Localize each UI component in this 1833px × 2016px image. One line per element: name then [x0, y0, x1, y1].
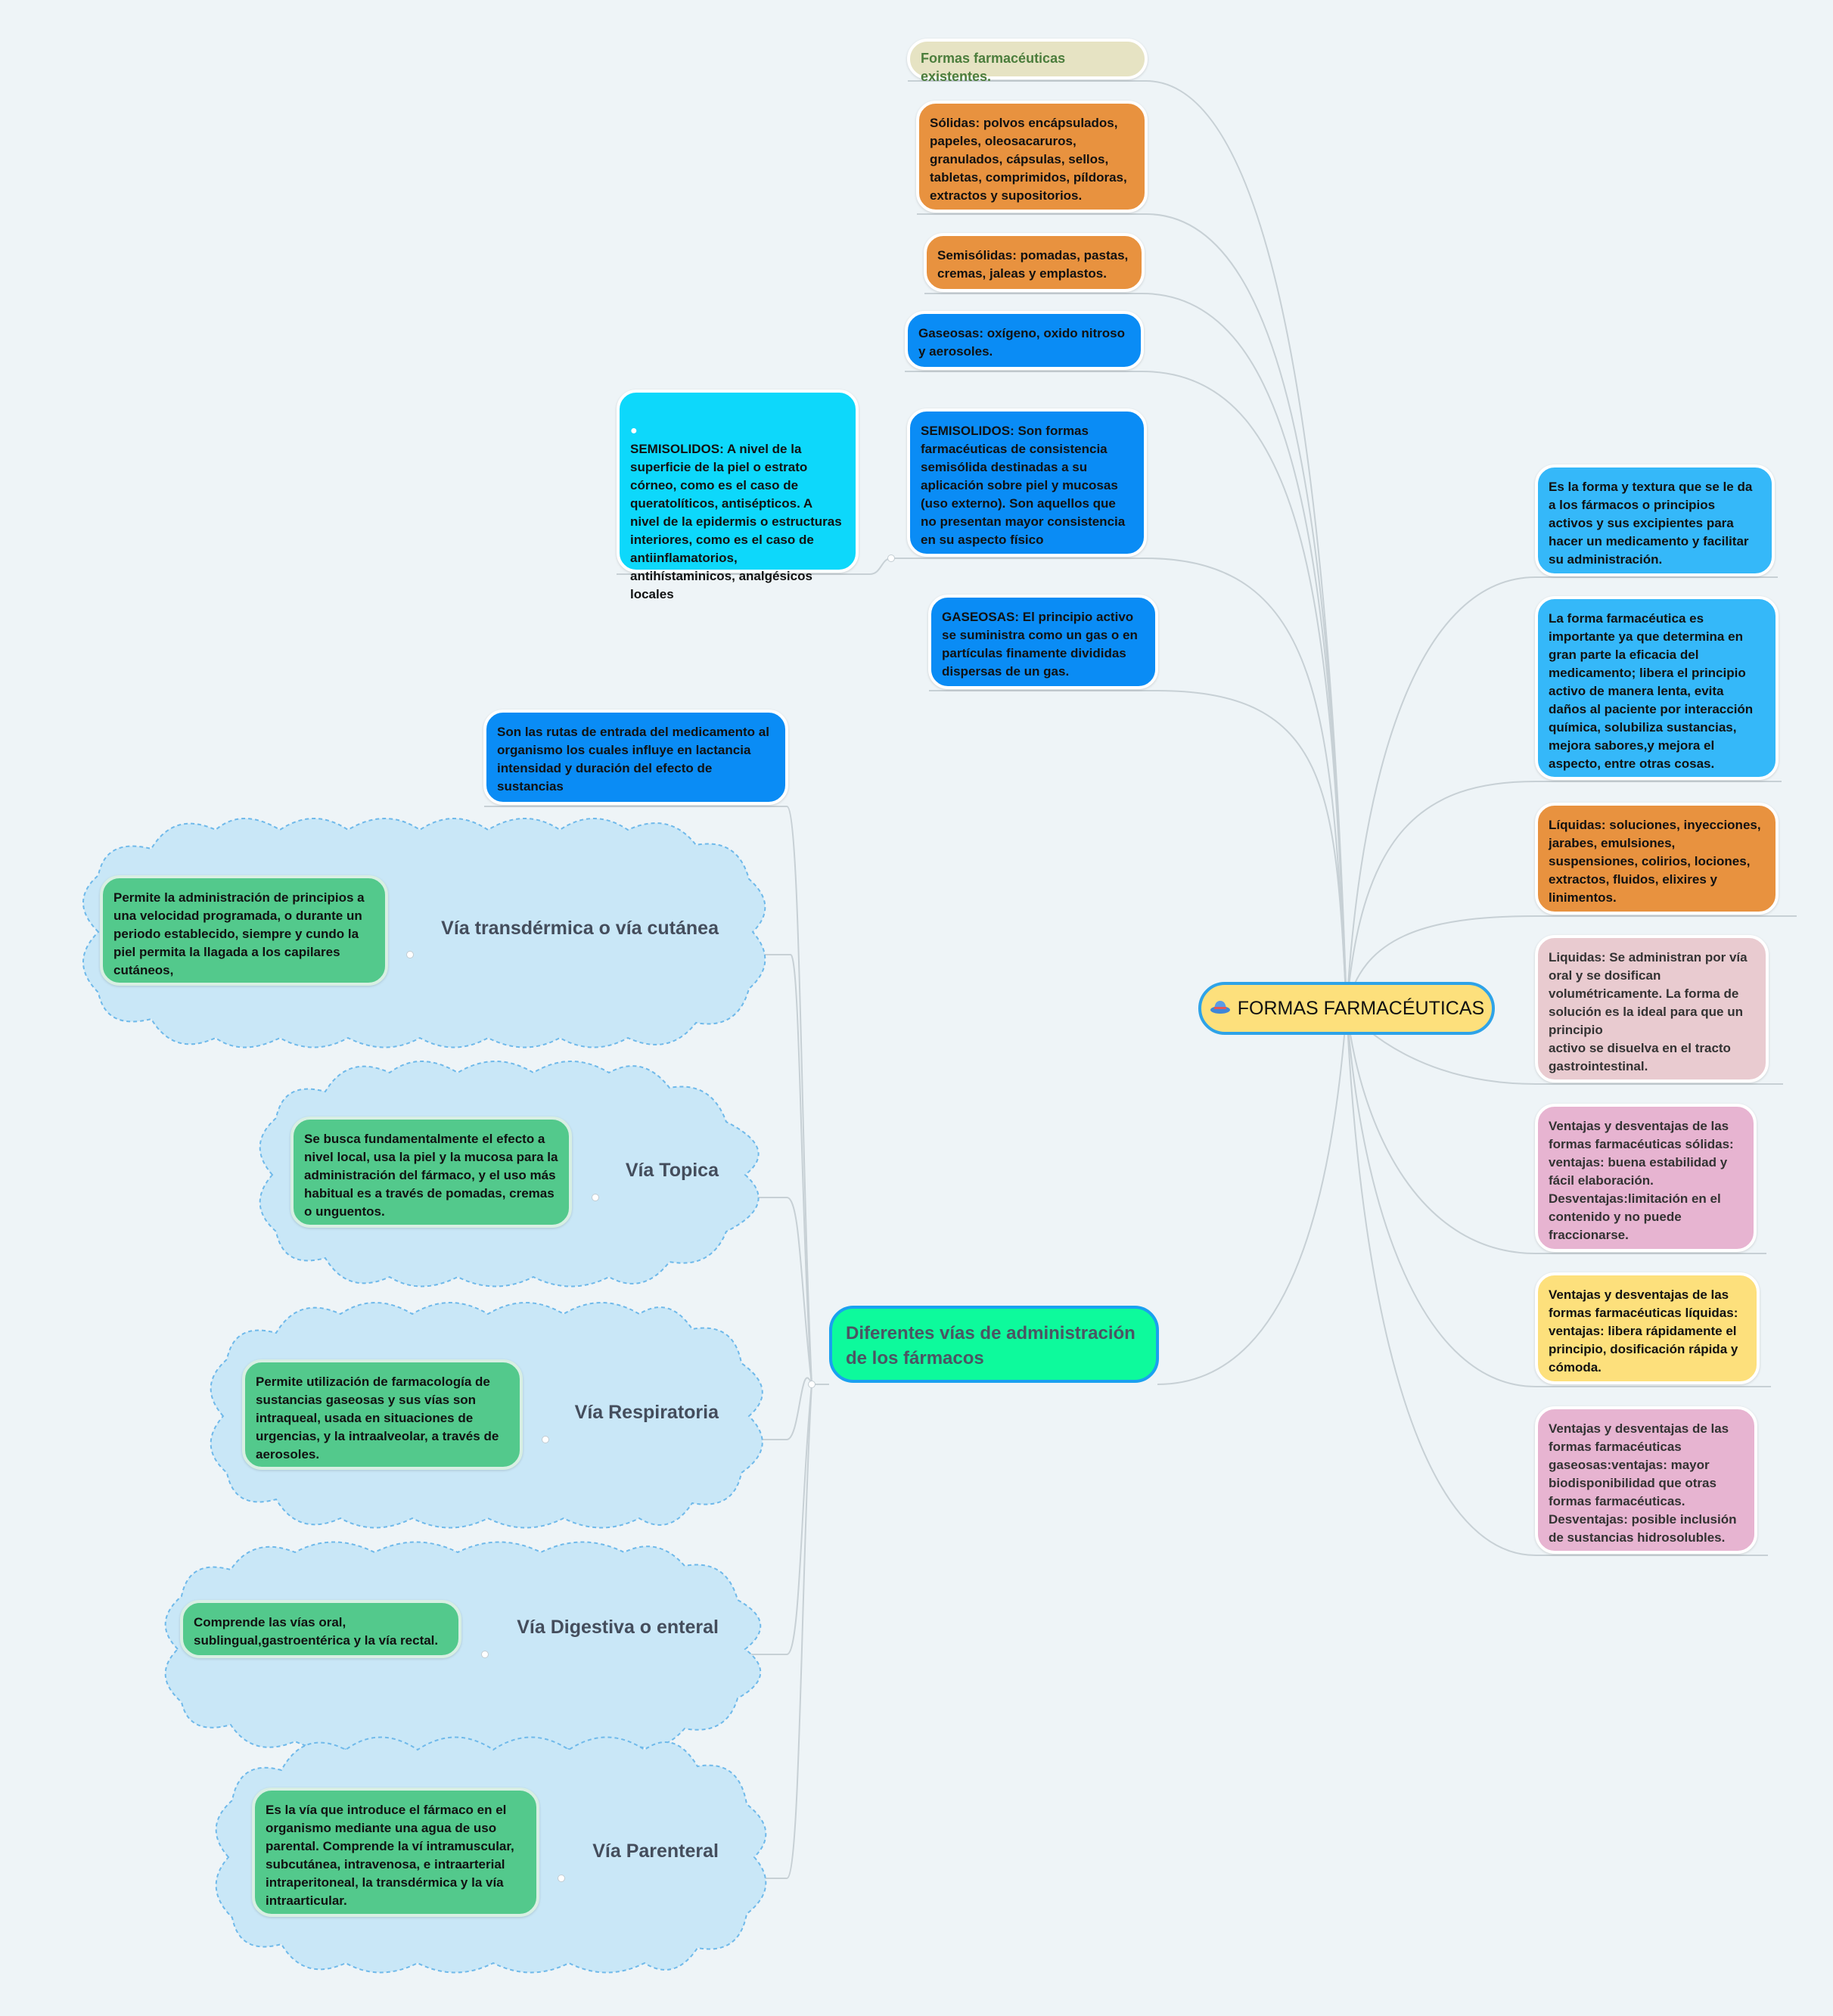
- existing-forms-node[interactable]: Formas farmacéuticas existentes.: [907, 39, 1148, 84]
- root-title: FORMAS FARMACÉUTICAS: [1237, 997, 1485, 1019]
- connector-dot[interactable]: [808, 1381, 816, 1388]
- gas-advantages-node[interactable]: Ventajas y desventajas de las formas far…: [1535, 1406, 1757, 1554]
- connector-dot[interactable]: [592, 1194, 599, 1201]
- gaseous-forms-node[interactable]: Gaseosas: oxígeno, oxido nitroso y aeros…: [905, 311, 1144, 370]
- routes-node[interactable]: Diferentes vías de administración de los…: [829, 1306, 1159, 1383]
- route-topical-detail[interactable]: Se busca fundamentalmente el efecto a ni…: [290, 1117, 572, 1228]
- semisolid-note-text: SEMISOLIDOS: A nivel de la superficie de…: [630, 442, 842, 601]
- definition-node[interactable]: Es la forma y textura que se le da a los…: [1535, 464, 1775, 576]
- route-transdermal-label[interactable]: Vía transdérmica o vía cutánea: [441, 918, 719, 939]
- hat-icon: [1209, 997, 1232, 1020]
- semisolid-note-node[interactable]: ● SEMISOLIDOS: A nivel de la superficie …: [617, 390, 859, 601]
- solid-forms-node[interactable]: Sólidas: polvos encápsulados, papeles, o…: [916, 101, 1148, 213]
- root-node[interactable]: FORMAS FARMACÉUTICAS: [1198, 982, 1495, 1035]
- solid-advantages-node[interactable]: Ventajas y desventajas de las formas far…: [1535, 1104, 1757, 1252]
- semisolid-forms-node[interactable]: Semisólidas: pomadas, pastas, cremas, ja…: [924, 233, 1145, 292]
- liquid-advantages-node[interactable]: Ventajas y desventajas de las formas far…: [1535, 1272, 1760, 1384]
- connector-dot[interactable]: [887, 554, 895, 562]
- route-transdermal-detail[interactable]: Permite la administración de principios …: [100, 875, 388, 986]
- route-digestive-detail[interactable]: Comprende las vías oral, sublingual,gast…: [180, 1600, 461, 1658]
- gaseous-definition-node[interactable]: GASEOSAS: El principio activo se suminis…: [928, 595, 1158, 689]
- lightbulb-icon: ●: [630, 424, 638, 437]
- routes-intro-node[interactable]: Son las rutas de entrada del medicamento…: [483, 710, 788, 805]
- route-respiratory-detail[interactable]: Permite utilización de farmacología de s…: [242, 1359, 523, 1470]
- connector-dot[interactable]: [406, 951, 414, 958]
- importance-node[interactable]: La forma farmacéutica es importante ya q…: [1535, 596, 1779, 780]
- route-digestive-label[interactable]: Vía Digestiva o enteral: [517, 1617, 719, 1638]
- semisolid-definition-node[interactable]: SEMISOLIDOS: Son formas farmacéuticas de…: [907, 408, 1147, 557]
- route-topical-label[interactable]: Vía Topica: [625, 1160, 719, 1181]
- connector-dot[interactable]: [558, 1875, 565, 1882]
- route-parenteral-label[interactable]: Vía Parenteral: [592, 1840, 719, 1862]
- route-respiratory-label[interactable]: Vía Respiratoria: [574, 1402, 719, 1423]
- route-parenteral-detail[interactable]: Es la vía que introduce el fármaco en el…: [252, 1788, 539, 1917]
- liquid-forms-node[interactable]: Líquidas: soluciones, inyecciones, jarab…: [1535, 803, 1779, 915]
- connector-dot[interactable]: [542, 1436, 549, 1443]
- connector-dot[interactable]: [481, 1651, 489, 1658]
- liquid-note-node[interactable]: Liquidas: Se administran por vía oral y …: [1535, 935, 1769, 1083]
